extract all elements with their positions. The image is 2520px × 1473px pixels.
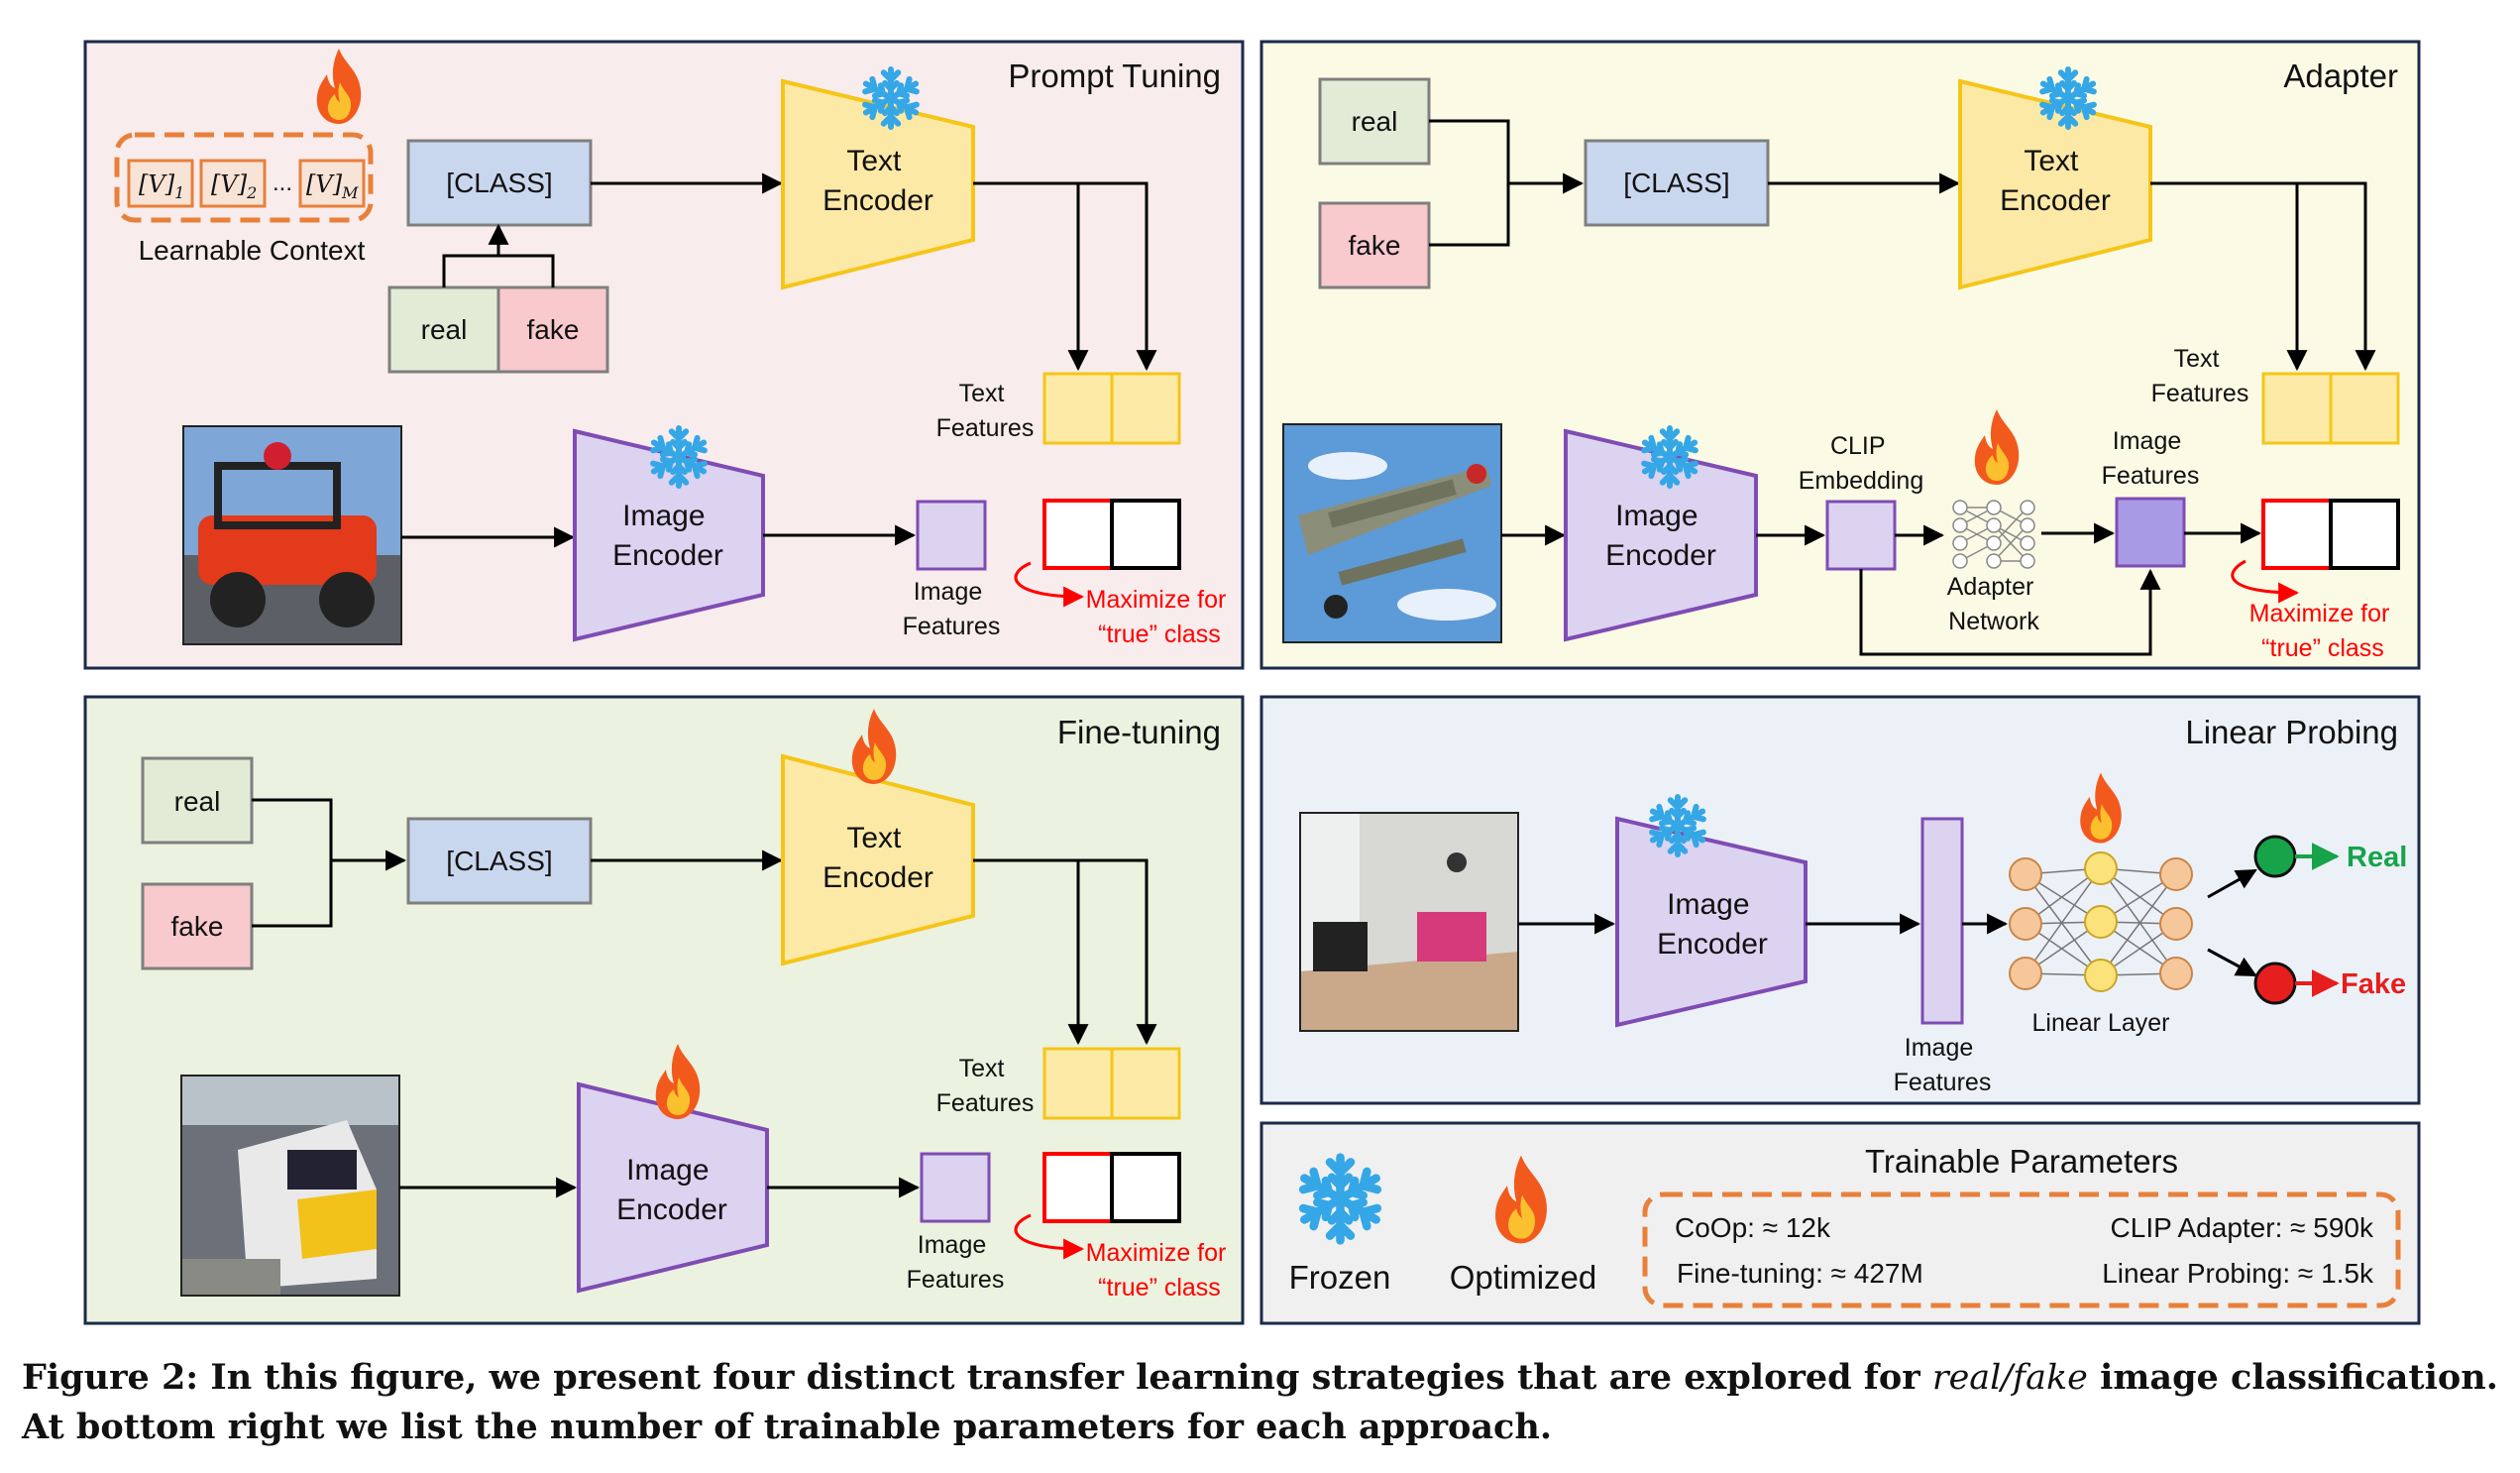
image-features-box xyxy=(920,1152,991,1223)
train-photo xyxy=(180,1075,400,1297)
clip-embedding-box xyxy=(1825,500,1897,571)
plane-photo xyxy=(1282,423,1502,643)
image-features-bar xyxy=(1920,817,1964,1025)
fake-box xyxy=(141,882,254,970)
room-photo xyxy=(1299,812,1519,1032)
clip-adapter-params: CLIP Adapter: ≈ 590k xyxy=(2111,1212,2374,1243)
svg-text:real: real xyxy=(174,786,221,817)
learnable-context-label: Learnable Context xyxy=(139,235,366,266)
similarity-cell-true xyxy=(2261,499,2333,570)
adapted-features-box xyxy=(2115,497,2186,568)
class-box xyxy=(406,139,593,227)
svg-text:[V]1: [V]1 xyxy=(139,170,184,202)
svg-text:Image Features: Image Features xyxy=(903,578,1001,640)
similarity-cell-other xyxy=(1110,499,1181,570)
svg-text:Text Encoder: Text Encoder xyxy=(2000,145,2111,217)
fine-tuning-panel: Fine-tuning real fake [CLASS] Text Encod… xyxy=(83,695,1245,1325)
learnable-context-box xyxy=(114,132,374,223)
svg-text:Text Encoder: Text Encoder xyxy=(822,145,933,217)
optimized-label: Optimized xyxy=(1450,1259,1597,1296)
image-encoder xyxy=(1564,428,1758,642)
text-feature-cell-1 xyxy=(2261,372,2333,445)
svg-text:Image Encoder: Image Encoder xyxy=(616,1154,727,1226)
linear-probing-panel: Linear Probing Image Encoder Image Featu… xyxy=(1260,695,2421,1105)
real-output-label: Real xyxy=(2347,842,2407,873)
svg-text:Maximize for “true” clas: Maximize for “true” class xyxy=(1086,1239,1234,1302)
svg-text:fake: fake xyxy=(527,314,580,345)
text-feature-cell-2 xyxy=(2329,372,2400,445)
adapter-title: Adapter xyxy=(2283,57,2398,94)
svg-text:Text Features: Text Features xyxy=(936,1055,1035,1117)
svg-text:Text Features: Text Features xyxy=(2151,345,2249,407)
fine-tuning-params: Fine-tuning: ≈ 427M xyxy=(1677,1258,1923,1289)
image-encoder xyxy=(577,1081,769,1294)
real-box xyxy=(1318,77,1431,166)
text-feature-cell-2 xyxy=(1110,1047,1181,1120)
text-feature-cell-1 xyxy=(1042,1047,1114,1120)
image-encoder xyxy=(573,428,765,642)
adapter-network-icon xyxy=(1952,500,2035,569)
linear-layer-icon xyxy=(2009,851,2193,992)
fine-tuning-title: Fine-tuning xyxy=(1057,714,1221,750)
svg-text:real: real xyxy=(1352,106,1398,137)
figure-caption: Figure 2: In this figure, we present fou… xyxy=(22,1357,2498,1447)
real-output-node xyxy=(2253,835,2297,878)
fake-output-node xyxy=(2253,962,2297,1005)
svg-text:Image Encoder: Image Encoder xyxy=(1657,888,1768,961)
caption-italic: real/fake xyxy=(1931,1358,2088,1398)
frozen-label: Frozen xyxy=(1289,1259,1391,1296)
linear-probing-params: Linear Probing: ≈ 1.5k xyxy=(2102,1258,2374,1289)
fake-output-label: Fake xyxy=(2341,968,2406,1000)
prompt-tuning-title: Prompt Tuning xyxy=(1008,57,1221,94)
class-box xyxy=(406,817,593,905)
svg-text:Text Features: Text Features xyxy=(936,380,1035,442)
image-encoder xyxy=(1615,816,1808,1028)
svg-text:Linear Layer: Linear Layer xyxy=(2032,1009,2170,1037)
similarity-cell-true xyxy=(1042,1152,1114,1223)
svg-text:Maximize for “true” clas: Maximize for “true” class xyxy=(1086,586,1234,648)
svg-text:CLIP Embedding: CLIP Embedding xyxy=(1799,432,1923,495)
context-token-m: [V] xyxy=(306,170,343,198)
svg-text:Image Encoder: Image Encoder xyxy=(1605,500,1716,572)
svg-text:Image Encoder: Image Encoder xyxy=(612,500,723,572)
svg-text:Image Features: Image Features xyxy=(2102,427,2200,490)
svg-text:[CLASS]: [CLASS] xyxy=(1623,168,1729,198)
svg-text:fake: fake xyxy=(171,911,224,942)
svg-text:[V]2: [V]2 xyxy=(211,170,257,202)
svg-text:Maximize for “true” clas: Maximize for “true” class xyxy=(2249,600,2397,662)
car-photo xyxy=(182,425,402,645)
svg-text:[CLASS]: [CLASS] xyxy=(446,168,552,198)
linear-probing-title: Linear Probing xyxy=(2185,714,2398,750)
image-features-box xyxy=(916,500,987,571)
text-feature-cell-1 xyxy=(1042,372,1114,445)
svg-text:Image Features: Image Features xyxy=(907,1231,1005,1294)
adapter-panel: Adapter real fake [CLASS] Text Encoder T… xyxy=(1260,40,2421,670)
coop-params: CoOp: ≈ 12k xyxy=(1675,1212,1831,1243)
svg-text:Image Features: Image Features xyxy=(1894,1034,1992,1096)
parameters-dashed-box xyxy=(1642,1191,2401,1308)
context-token-2: [V] xyxy=(211,170,248,198)
svg-text:[CLASS]: [CLASS] xyxy=(446,846,552,876)
text-encoder xyxy=(781,753,975,966)
svg-text:fake: fake xyxy=(1349,230,1401,261)
context-ellipsis: ... xyxy=(273,170,292,196)
svg-text:[V]M: [V]M xyxy=(306,170,359,202)
fake-box xyxy=(496,285,609,374)
svg-text:real: real xyxy=(421,314,468,345)
similarity-cell-true xyxy=(1042,499,1114,570)
class-box xyxy=(1584,139,1770,227)
svg-text:Adapter Network: Adapter Network xyxy=(1947,573,2041,635)
parameters-title: Trainable Parameters xyxy=(1865,1143,2178,1180)
similarity-cell-other xyxy=(1110,1152,1181,1223)
svg-text:Text Encoder: Text Encoder xyxy=(822,822,933,894)
prompt-tuning-panel: Prompt Tuning [V]1 [V]2 ... [V]M Learnab… xyxy=(83,40,1245,670)
context-token-1: [V] xyxy=(139,170,175,198)
similarity-cell-other xyxy=(2329,499,2400,570)
text-feature-cell-2 xyxy=(1110,372,1181,445)
trainable-parameters-panel: Trainable Parameters Frozen Optimized Co… xyxy=(1260,1121,2421,1325)
